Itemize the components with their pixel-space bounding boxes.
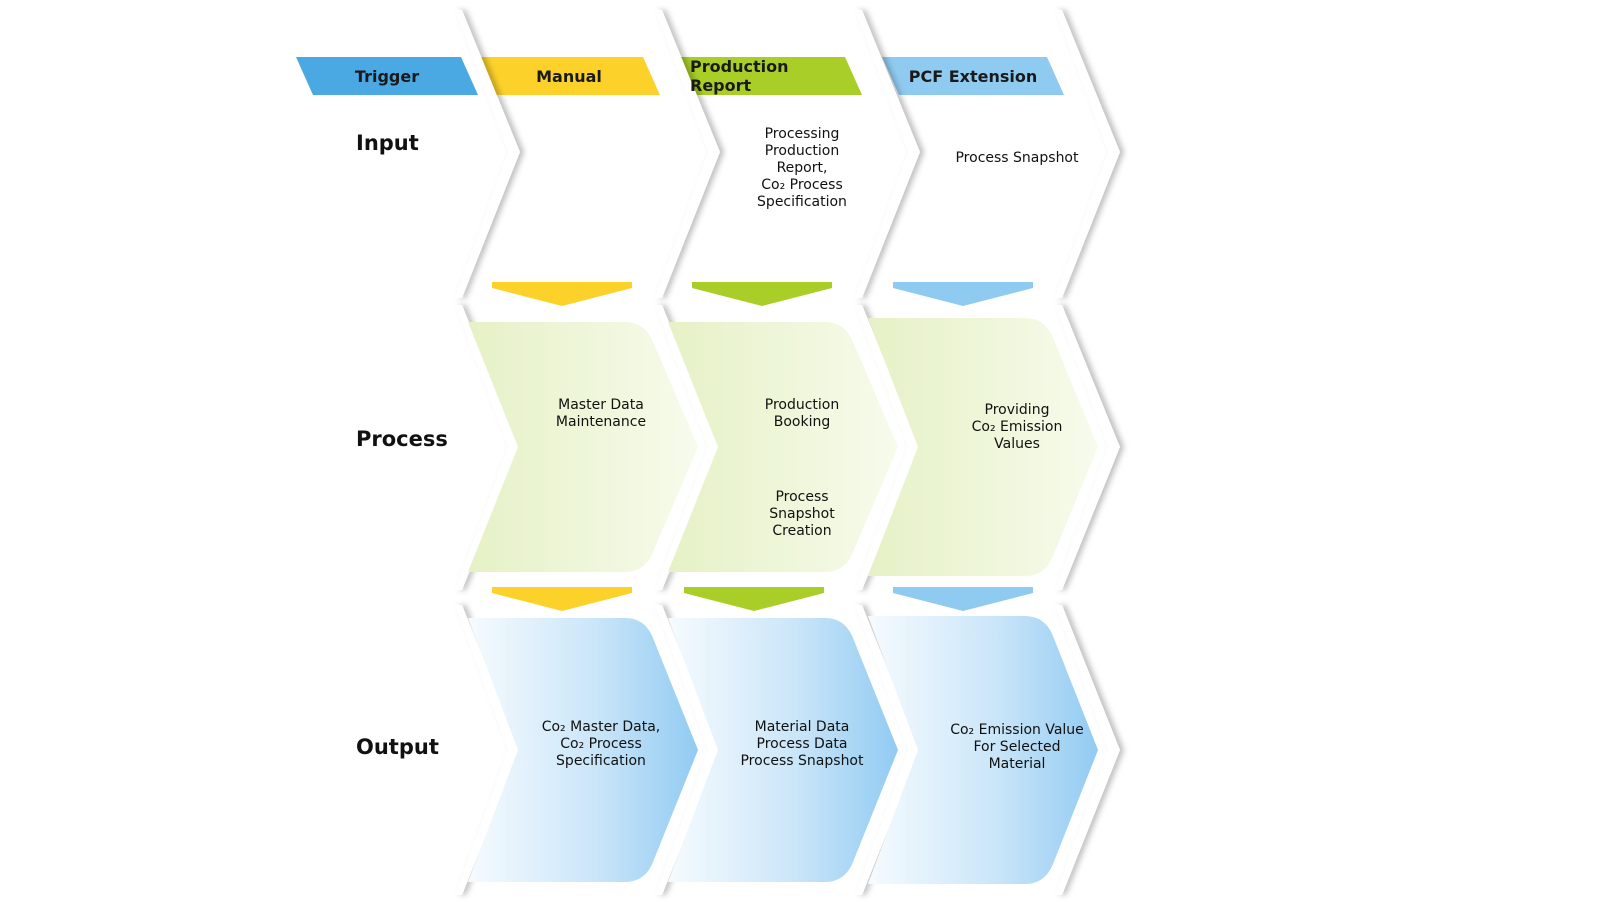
header-tab-trigger-shape	[296, 57, 478, 95]
down-arrow-pcf-extension-1	[893, 282, 1033, 306]
output-cell-manual: Co₂ Master Data, Co₂ Process Specificati…	[501, 719, 701, 770]
down-arrow-production-report-2	[684, 587, 824, 611]
header-tab-pcf-extension: PCF Extension	[899, 57, 1047, 95]
process-cell-pcf-extension-shape	[868, 318, 1098, 576]
chevron-separator	[455, 10, 520, 298]
text-line: Creation	[772, 523, 832, 539]
header-trigger-label: Trigger	[354, 66, 420, 86]
down-arrow-production-report-1	[692, 282, 832, 306]
output-cell-pcf-extension-shape	[868, 616, 1098, 884]
down-arrow-manual-1	[492, 282, 632, 306]
text-line: Values	[994, 436, 1040, 452]
down-arrow-pcf-extension-2	[893, 587, 1033, 611]
process-cell-manual-shape	[468, 322, 698, 572]
text-line: Process Data	[756, 736, 848, 752]
text-line: Co₂ Process	[560, 736, 642, 752]
text-line: Production	[764, 143, 840, 159]
text-line: Processing	[764, 126, 840, 142]
header-production-report-label: Production Report	[690, 57, 789, 95]
text-line: Specification	[757, 194, 847, 210]
text-line: Material	[988, 756, 1046, 772]
header-tab-manual: Manual	[495, 57, 643, 95]
header-pcf-extension-label: PCF Extension	[908, 66, 1038, 86]
text-line: Process Snapshot	[955, 150, 1079, 166]
text-line: Snapshot	[769, 506, 835, 522]
text-line: Process	[775, 489, 829, 505]
row-label-output: Output	[356, 735, 439, 759]
row-label-input: Input	[356, 131, 419, 155]
text-line: Specification	[556, 753, 646, 769]
down-arrow-manual-2	[492, 587, 632, 611]
header-manual-label: Manual	[536, 66, 602, 86]
process-cell-production-booking: Production Booking	[702, 397, 902, 431]
text-line: Maintenance	[555, 414, 647, 430]
text-line: Process Snapshot	[740, 753, 864, 769]
header-tab-production-report: Production Report	[690, 57, 855, 95]
output-cell-production-report: Material Data Process Data Process Snaps…	[702, 719, 902, 770]
text-line: Co₂ Emission Value	[950, 722, 1084, 738]
process-cell-manual: Master Data Maintenance	[501, 397, 701, 431]
process-cell-snapshot-creation: Process Snapshot Creation	[702, 489, 902, 540]
header-tab-production-report-shape	[680, 57, 862, 95]
input-cell-pcf-extension: Process Snapshot	[917, 150, 1117, 167]
text-line: Co₂ Process	[761, 177, 843, 193]
text-line: Production	[764, 397, 840, 413]
header-tab-pcf-extension-shape	[882, 57, 1064, 95]
text-line: For Selected	[973, 739, 1061, 755]
process-cell-pcf-extension: Providing Co₂ Emission Values	[917, 402, 1117, 453]
header-tab-trigger: Trigger	[313, 57, 461, 95]
text-line: Co₂ Master Data,	[541, 719, 661, 735]
text-line: Co₂ Emission	[971, 419, 1063, 435]
text-line: Master Data	[558, 397, 644, 413]
text-line: Booking	[773, 414, 831, 430]
process-cell-production-report-shape	[668, 322, 898, 572]
text-line: Material Data	[754, 719, 850, 735]
output-cell-production-report-shape	[668, 618, 898, 882]
row-label-process: Process	[356, 427, 448, 451]
text-line: Providing	[984, 402, 1050, 418]
header-tab-manual-shape	[478, 57, 660, 95]
input-cell-production-report: Processing Production Report, Co₂ Proces…	[702, 126, 902, 211]
output-cell-pcf-extension: Co₂ Emission Value For Selected Material	[917, 722, 1117, 773]
text-line: Report,	[776, 160, 828, 176]
output-cell-manual-shape	[468, 618, 698, 882]
